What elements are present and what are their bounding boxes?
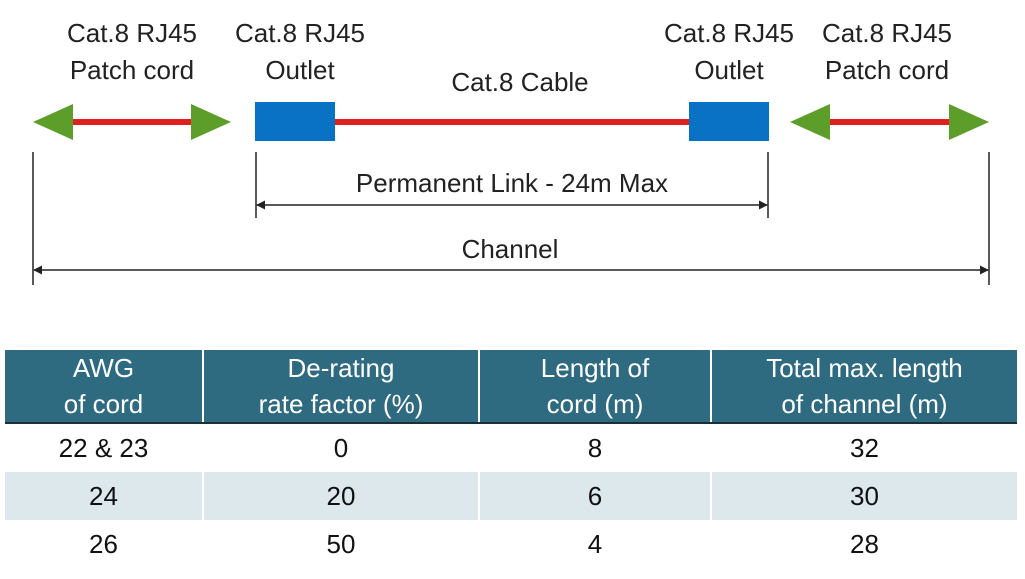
outlet-right-label: Cat.8 RJ45 Outlet (663, 18, 795, 85)
table-row: 24 20 6 30 (5, 472, 1017, 520)
header-derating: De-rating rate factor (%) (203, 350, 480, 424)
cell-cord-length: 4 (479, 520, 712, 568)
cell-awg: 22 & 23 (5, 423, 204, 472)
patch-cord-right-arrow-left (790, 104, 830, 140)
cabling-diagram (32, 102, 990, 285)
table-row: 26 50 4 28 (5, 520, 1017, 568)
outlet-left-label: Cat.8 RJ45 Outlet (234, 18, 366, 85)
channel-label: Channel (461, 234, 559, 264)
outlet-right-block (689, 102, 769, 141)
cell-channel-length: 30 (711, 472, 1017, 520)
header-channel-length: Total max. length of channel (m) (711, 350, 1017, 424)
cell-derating: 0 (203, 423, 480, 472)
cell-awg: 26 (5, 520, 204, 568)
outlet-left-block (255, 102, 335, 141)
cell-derating: 50 (203, 520, 480, 568)
table-row: 22 & 23 0 8 32 (5, 423, 1017, 472)
cell-cord-length: 8 (479, 423, 712, 472)
cell-channel-length: 28 (850, 528, 879, 559)
patch-cord-left-label: Cat.8 RJ45 Patch cord (66, 18, 198, 85)
patch-cord-right-arrow-right (949, 104, 989, 140)
cell-channel-length: 32 (850, 432, 879, 463)
cell-awg: 24 (5, 472, 204, 520)
table-header-row: AWG of cord De-rating rate factor (%) Le… (5, 350, 1017, 424)
patch-cord-left-arrow-right (191, 104, 231, 140)
patch-cord-right-label: Cat.8 RJ45 Patch cord (821, 18, 953, 85)
header-cord-length: Length of cord (m) (479, 350, 712, 424)
header-awg: AWG of cord (5, 350, 204, 424)
cable-label: Cat.8 Cable (451, 67, 589, 97)
permanent-link-label: Permanent Link - 24m Max (355, 168, 669, 198)
cell-derating: 20 (203, 472, 480, 520)
patch-cord-left-arrow-left (33, 104, 73, 140)
cell-cord-length: 6 (479, 472, 712, 520)
cord-length-table: AWG of cord De-rating rate factor (%) Le… (5, 350, 1017, 568)
